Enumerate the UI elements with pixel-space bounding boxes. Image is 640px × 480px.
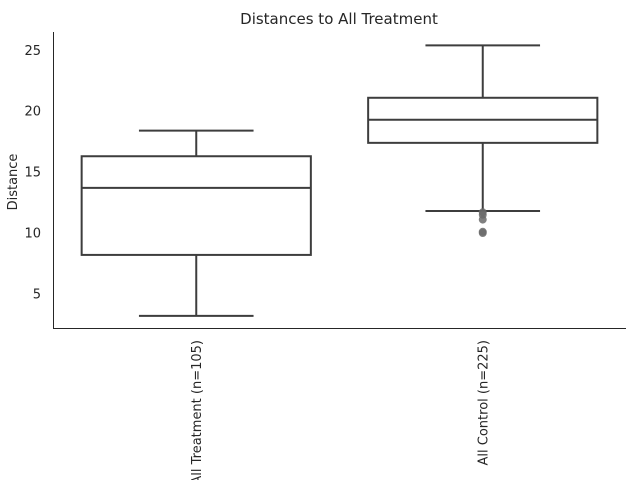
y-tick-label: 20 xyxy=(24,105,41,120)
iqr-box xyxy=(80,155,312,256)
chart-title: Distances to All Treatment xyxy=(240,10,438,28)
x-tick-label: All Treatment (n=105) xyxy=(190,340,205,480)
category-labels: All Treatment (n=105) All Control (n=225) xyxy=(190,340,492,480)
outlier-point xyxy=(478,228,487,237)
y-tick-label: 25 xyxy=(24,44,41,59)
box-group xyxy=(367,44,599,237)
outlier-point xyxy=(478,215,487,224)
y-tick-label: 10 xyxy=(24,226,41,241)
boxes xyxy=(80,44,599,317)
y-tick-label: 5 xyxy=(33,287,41,302)
x-tick-label: All Control (n=225) xyxy=(476,340,491,465)
y-ticks: 5 10 15 20 25 xyxy=(24,44,41,303)
y-tick-label: 15 xyxy=(24,166,41,181)
y-axis-label: Distance xyxy=(6,154,21,211)
box-group xyxy=(80,129,312,317)
